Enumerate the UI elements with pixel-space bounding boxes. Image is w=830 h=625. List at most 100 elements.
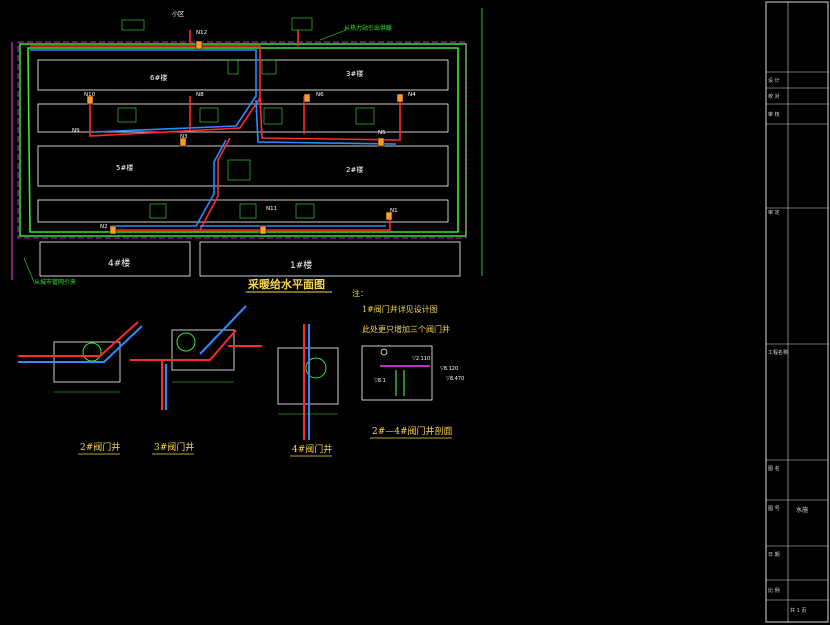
detail-section: ▽2.110 ▽8.120 ▽8.470 ▽8.1 2#—4#阀门井剖面 [361,345,464,439]
tb-page: 共 1 页 [790,607,806,614]
manhole-circle [82,342,102,362]
well-pit [171,329,235,371]
section-pit [361,345,433,401]
detail-3-well: 3#阀门井 [130,305,262,455]
well-marker [385,211,393,221]
detail-2-label: 2#阀门井 [80,441,120,453]
notes-heading: 注： [352,288,368,298]
building-4-label: 4#楼 [108,257,130,269]
annotation-blocks [117,17,375,219]
tb-sheet: 水施 [796,506,808,514]
detail-2-well: 2#阀门井 [18,321,143,455]
elev-right-1: ▽8.120 [440,366,458,372]
building-1-label: 1#楼 [290,259,312,271]
well-marker [179,137,187,147]
tb-row-review: 审 核 [768,111,780,118]
return-right [255,99,397,145]
building-lower-band [37,199,449,223]
tb-row-check: 校 对 [768,93,780,100]
valve-wells [86,40,404,235]
site-plan: 6#楼 3#楼 5#楼 2#楼 4#楼 1#楼 小区 N12 N10 N8 N6… [11,8,483,293]
title-block-frame [765,1,829,623]
well-label: N4 [408,92,416,98]
well-label: N10 [84,92,96,98]
detail-3-label: 3#阀门井 [154,441,194,453]
well-marker [86,95,94,105]
annotation-box [121,19,145,31]
annotation-box [227,59,239,75]
detail-4-well: 4#阀门井 [277,324,339,457]
well-marker [396,93,404,103]
manhole-circle [305,357,327,379]
annotation-box [261,59,277,75]
well-marker [109,225,117,235]
tb-row-drawing: 图 名 [768,465,780,472]
pipe-supply [18,321,139,357]
tb-row-scale: 比 例 [768,587,780,594]
annotation-box [239,203,257,219]
annotation-box [295,203,315,219]
pipe-return [18,325,143,363]
well-label: N11 [266,206,277,212]
annotation-box [263,107,283,125]
well-marker [377,137,385,147]
well-marker [195,40,203,50]
manhole-circle [176,332,196,352]
well-label: N5 [378,130,386,136]
supply-top [30,45,261,137]
building-4-outline [39,241,191,277]
elev-top: ▽2.110 [412,356,430,362]
tb-row-project: 工程名称 [768,349,788,356]
well-label: N3 [180,134,188,140]
well-label: N6 [316,92,324,98]
building-5-label: 5#楼 [116,163,133,172]
building-6-outline [37,59,449,91]
annotation-box [199,107,219,123]
tb-row-approve: 审 定 [768,209,780,216]
well-label: N9 [72,128,80,134]
return-mid [110,139,227,227]
source-note-leader [319,29,347,41]
source-note: 从热力站引出供暖 [344,24,392,32]
building-2-label: 2#楼 [346,165,363,174]
return-top [30,49,257,133]
well-marker [259,225,267,235]
pipe-supply [130,329,237,410]
annotation-box [355,107,375,125]
pipe-return [165,305,247,410]
building-3-label: 3#楼 [346,69,363,78]
building-6-label: 6#楼 [150,73,167,82]
entry-note: 从城市管网引来 [34,278,76,286]
tb-row-date: 日 期 [768,552,780,558]
well-marker [303,93,311,103]
annotation-box [149,203,167,219]
supply-mid [110,137,231,231]
well-label: N12 [196,30,207,36]
top-road-label: 小区 [172,10,184,18]
detail-section-label: 2#—4#阀门井剖面 [372,425,453,437]
well-label: N8 [196,92,204,98]
building-5-outline [37,145,449,187]
building-upper-band [37,103,449,133]
trench-main [27,47,459,233]
tb-row-number: 图 号 [768,506,780,512]
well-label: N1 [390,208,398,214]
detail-4-label: 4#阀门井 [292,443,332,455]
elev-left: ▽8.1 [374,378,386,384]
valve-circle [380,348,388,356]
plan-title: 采暖给水平面图 [247,277,325,291]
well-label: N2 [100,224,108,230]
notes-line-2: 此处更只增加三个阀门井 [362,324,450,334]
title-block: 设 计 校 对 审 核 审 定 工程名称 图 名 图 号 日 期 比 例 水施 … [765,1,829,623]
annotation-box [227,159,251,181]
notes-line-1: 1#阀门井详见设计图 [362,304,438,314]
building-1-outline [199,241,461,277]
site-boundary-magenta [17,41,467,239]
entry-note-leader [23,257,35,283]
annotation-box [291,17,313,31]
supply-right [259,97,401,141]
notes: 注： 1#阀门井详见设计图 此处更只增加三个阀门井 [352,288,450,334]
section-pipes-2 [395,370,405,396]
annotation-box [117,107,137,123]
